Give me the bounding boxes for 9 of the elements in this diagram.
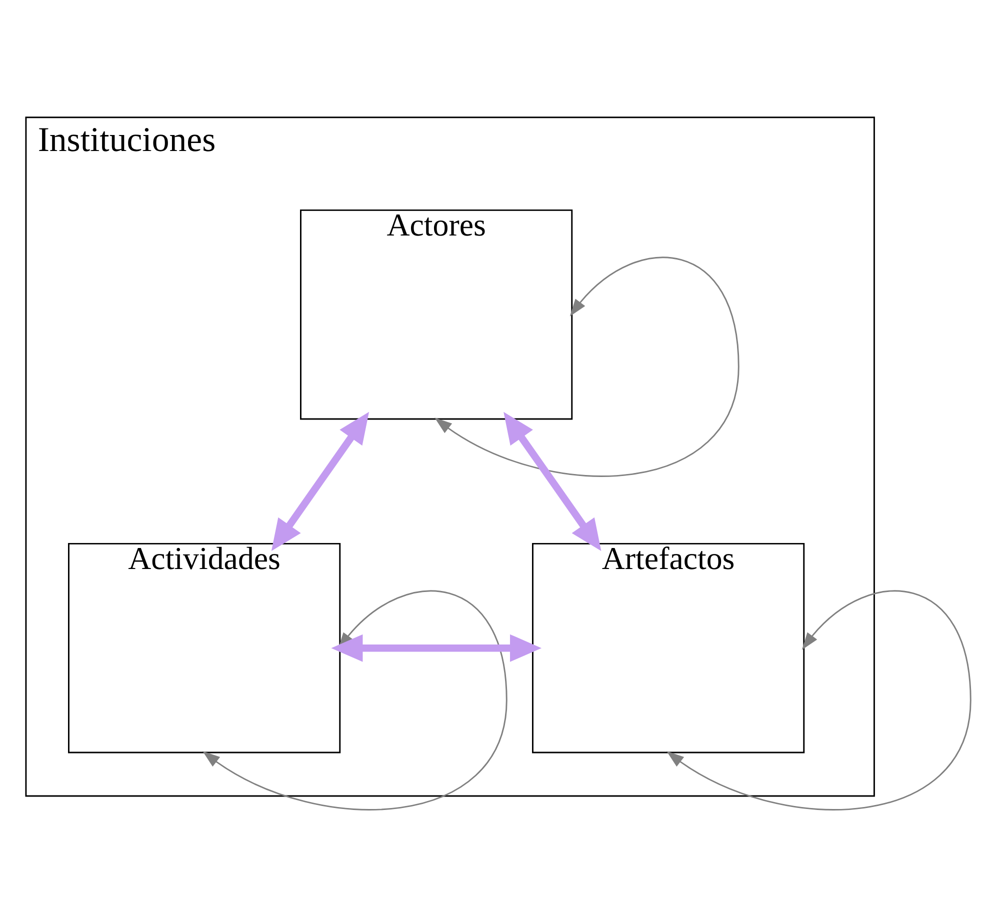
arrow: [271, 411, 370, 551]
arrow: [504, 411, 602, 551]
node-box: Actividades: [68, 542, 341, 753]
arrow: [331, 634, 542, 662]
arrow: [666, 590, 972, 810]
node-box: Artefactos: [532, 542, 805, 753]
arrow: [202, 590, 508, 810]
arrow: [434, 256, 740, 476]
node-box: Actores: [300, 208, 573, 420]
